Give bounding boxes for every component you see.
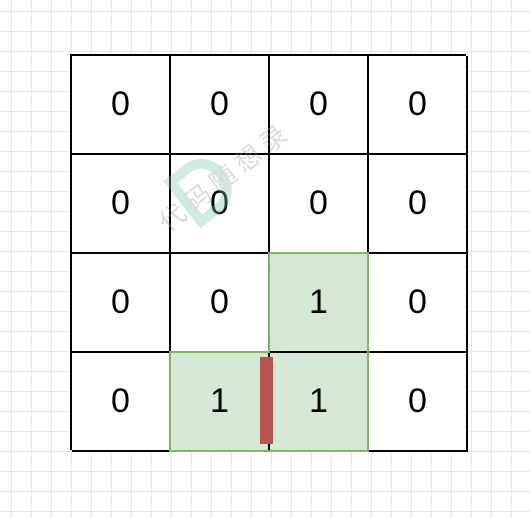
grid-cell: 0: [72, 254, 171, 353]
grid-cell: 0: [369, 353, 468, 452]
grid-cell: 1: [270, 353, 369, 452]
grid-cell: 0: [270, 155, 369, 254]
wall-marker: [260, 357, 273, 444]
grid-cell: 0: [72, 56, 171, 155]
grid-cell: 0: [171, 155, 270, 254]
grid-cell: 1: [270, 254, 369, 353]
grid-cell: 0: [270, 56, 369, 155]
grid-cell: 1: [171, 353, 270, 452]
grid-cell: 0: [72, 155, 171, 254]
grid-cell: 0: [369, 155, 468, 254]
grid-cell: 0: [171, 254, 270, 353]
grid-cell: 0: [72, 353, 171, 452]
grid-cell: 0: [369, 56, 468, 155]
grid-cell: 0: [171, 56, 270, 155]
grid-cell: 0: [369, 254, 468, 353]
